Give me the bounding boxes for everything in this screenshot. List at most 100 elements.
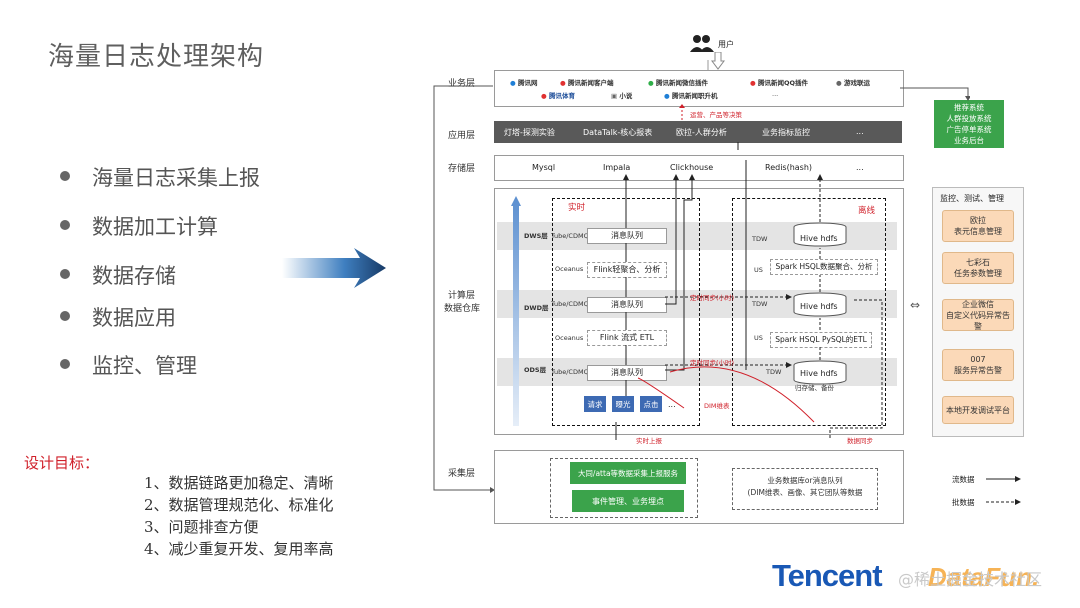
storage-item: ... <box>856 163 864 172</box>
storage-item: Clickhouse <box>670 163 714 172</box>
off-node-hive-ods: Hive hdfs <box>800 369 838 378</box>
ops-note: 运营、产品等决策 <box>690 111 742 119</box>
business-layer-box <box>494 70 904 107</box>
bullet-dot-icon <box>60 220 70 230</box>
off-node-hive-dwd: Hive hdfs <box>800 302 838 311</box>
app-item: 欧拉-人群分析 <box>676 128 727 137</box>
storage-item: Impala <box>603 163 631 172</box>
collect-event-box: 事件管理、业务埋点 <box>572 490 684 512</box>
application-banner <box>494 121 902 143</box>
app-item: ... <box>856 127 864 136</box>
monitor-item-rainbow: 七彩石 任务参数管理 <box>942 252 1014 284</box>
layer-storage-label: 存储层 <box>448 164 476 174</box>
monitor-item-wecom: 企业微信 自定义代码异常告警 <box>942 299 1014 331</box>
storage-item: Mysql <box>532 163 556 172</box>
goal-item: 4、减少重复开发、复用率高 <box>144 540 334 558</box>
app-item: 灯塔-探测实验 <box>504 128 555 137</box>
hive-dws-icon <box>793 222 847 247</box>
off-tag: TDW <box>766 368 782 376</box>
ops-arrow <box>679 104 685 120</box>
archive-note: 归存储、备份 <box>795 384 834 392</box>
flow-arrow-icon <box>282 248 386 292</box>
goal-item: 1、数据链路更加稳定、清晰 <box>144 474 334 492</box>
app-news-client: ● 腾讯新闻客户端 <box>560 79 614 87</box>
layer-application-label: 应用层 <box>448 131 476 141</box>
legend-batch-label: 批数据 <box>952 498 975 507</box>
off-tag: TDW <box>752 300 768 308</box>
bullet-dot-icon <box>60 171 70 181</box>
collect-db-box: 业务数据库or消息队列 (DIM维表、画像、其它团队等数据 <box>732 468 878 510</box>
layer-warehouse-label: 数据仓库 <box>444 304 481 314</box>
dim-note: DIM维表 <box>704 402 730 410</box>
hive-dwd-icon <box>793 292 847 317</box>
offline-label: 离线 <box>858 206 876 216</box>
bullet-item: 海量日志采集上报 <box>60 162 260 192</box>
app-game: ● 游戏联运 <box>836 79 870 87</box>
bullet-dot-icon <box>60 269 70 279</box>
rt-node-mq-ods: 消息队列 <box>587 365 667 381</box>
watermark: @稀土掘金技术社区 <box>898 570 1043 589</box>
realtime-label: 实时 <box>568 203 586 213</box>
level-dws: DWS层 <box>524 232 548 240</box>
rt-node-mq-dwd: 消息队列 <box>587 297 667 313</box>
monitor-item-007: 007 服务异常告警 <box>942 349 1014 381</box>
hive-ods-icon <box>793 360 847 385</box>
event-request: 请求 <box>584 396 606 412</box>
layer-collect-label: 采集层 <box>448 469 476 479</box>
bidirectional-arrow-icon: ⇔ <box>910 298 921 312</box>
datafun-logo: DataFun. <box>928 562 1040 592</box>
legend-stream-label: 流数据 <box>952 475 975 484</box>
app-tencent-news: ● 腾讯网 <box>510 79 538 87</box>
off-tag: US <box>754 334 763 342</box>
down-arrow-icon <box>711 52 725 70</box>
bullet-item: 数据存储 <box>60 260 176 290</box>
app-more: ... <box>772 90 779 98</box>
goal-item: 2、数据管理规范化、标准化 <box>144 496 334 514</box>
bullet-dot-icon <box>60 359 70 369</box>
off-node-spark-agg: Spark HSQL数据聚合、分析 <box>770 259 878 275</box>
event-more: ... <box>668 400 676 409</box>
off-node-hive-dws: Hive hdfs <box>800 234 838 243</box>
legend-stream-line <box>986 476 1021 482</box>
users-icon <box>690 35 714 52</box>
goals-list: 1、数据链路更加稳定、清晰 2、数据管理规范化、标准化 3、问题排查方便 4、减… <box>144 472 334 560</box>
rt-tag: Tube/CDMQ <box>551 232 589 240</box>
bullet-item: 监控、管理 <box>60 350 197 380</box>
diagram-connectors <box>433 60 709 493</box>
page-title: 海量日志处理架构 <box>48 42 265 72</box>
app-item: DataTalk-核心报表 <box>583 128 653 137</box>
rt-tag: Tube/CDMQ <box>551 300 589 308</box>
app-career: ● 腾讯新闻职升机 <box>664 92 718 100</box>
tencent-logo: Tencent <box>772 558 883 593</box>
app-news-qq: ● 腾讯新闻QQ插件 <box>750 79 808 87</box>
rec-connector <box>900 87 970 101</box>
bullet-item: 数据加工计算 <box>60 211 218 241</box>
rt-node-flink-agg: Flink轻聚合、分析 <box>587 262 667 278</box>
event-click: 点击 <box>640 396 662 412</box>
upward-flow-arrow-icon <box>511 196 521 426</box>
bullet-item: 数据应用 <box>60 302 176 332</box>
collect-left-region <box>550 458 698 518</box>
sync-note-2: 定时同步(小时) <box>690 359 735 367</box>
layer-compute-label: 计算层 <box>448 291 476 301</box>
app-sports: ● 腾讯体育 <box>541 92 575 100</box>
rt-node-flink-etl: Flink 流式 ETL <box>587 330 667 346</box>
sync-note-1: 定时同步(小时) <box>690 294 735 302</box>
monitor-item-ola: 欧拉 表元信息管理 <box>942 210 1014 242</box>
event-exposure: 曝光 <box>612 396 634 412</box>
user-label: 用户 <box>718 40 734 49</box>
collect-layer-box <box>494 450 904 524</box>
flow-lines <box>615 142 883 440</box>
goals-label: 设计目标： <box>24 454 100 472</box>
bullet-dot-icon <box>60 311 70 321</box>
storage-layer-box <box>494 155 904 181</box>
realtime-report-note: 实时上报 <box>636 437 662 445</box>
off-tag: TDW <box>752 235 768 243</box>
off-node-spark-etl: Spark HSQL PySQL的ETL <box>770 332 872 348</box>
app-novel: ▣ 小说 <box>611 92 633 100</box>
level-ods: ODS层 <box>524 366 547 374</box>
layer-business-label: 业务层 <box>448 79 476 89</box>
legend-batch-line <box>986 499 1021 505</box>
recommend-system-box: 推荐系统 人群投放系统 广告停单系统 业务后台 <box>934 100 1004 148</box>
app-news-wechat: ● 腾讯新闻微信插件 <box>648 79 708 87</box>
